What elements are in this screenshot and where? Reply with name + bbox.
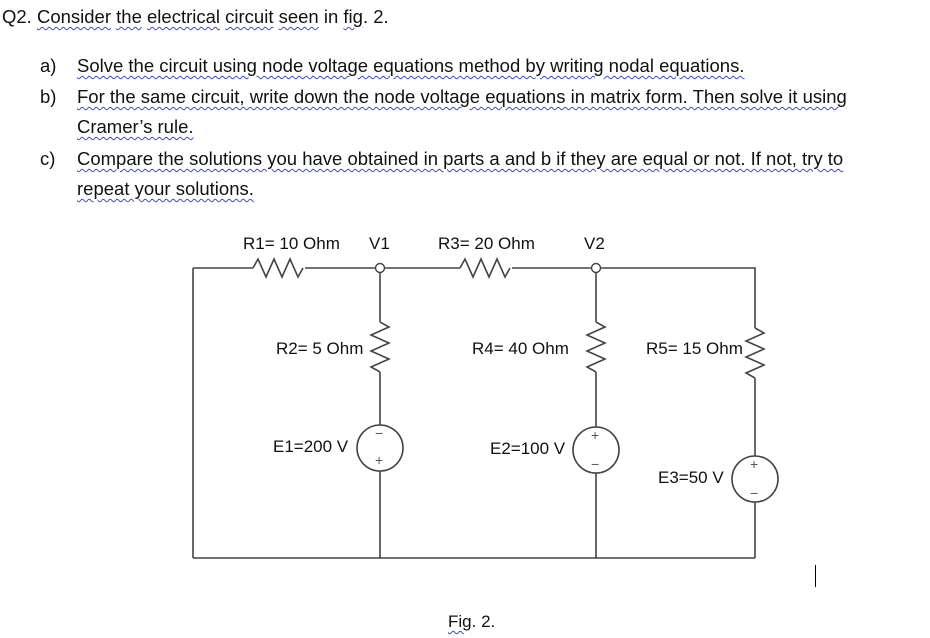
label-r2: R2= 5 Ohm (276, 339, 364, 358)
label-r1: R1= 10 Ohm (243, 234, 340, 253)
label-e3: E3=50 V (658, 468, 724, 487)
text-cursor (815, 565, 816, 587)
part-c-marker: c) (40, 148, 56, 169)
node-v2-dot (590, 262, 602, 274)
word: seen (278, 6, 319, 27)
e1-minus-sign: − (375, 425, 384, 441)
word: circuit (225, 6, 274, 27)
part-a-marker: a) (40, 55, 57, 76)
label-v2: V2 (584, 234, 605, 253)
word: the (116, 6, 142, 27)
figure-caption: Fig. 2. (448, 612, 495, 632)
text: . 2. (362, 6, 389, 27)
label-r3: R3= 20 Ohm (438, 234, 535, 253)
label-r5: R5= 15 Ohm (646, 339, 743, 358)
word: Consider (36, 6, 112, 27)
part-c-text-line2: repeat your solutions. (77, 178, 254, 199)
e3-minus-sign: − (750, 485, 759, 501)
resistor-r2-symbol (369, 321, 391, 373)
node-v1-dot (374, 262, 386, 274)
label-v1: V1 (369, 234, 390, 253)
part-a-text: Solve the circuit using node voltage equ… (77, 55, 745, 76)
word: electrical (147, 6, 221, 27)
label-e2: E2=100 V (490, 439, 566, 458)
e2-plus-sign: + (591, 427, 600, 443)
caption-tail: . 2. (471, 612, 496, 631)
part-b-text-line1: For the same circuit, write down the nod… (77, 86, 847, 107)
caption-word: Fig (448, 612, 472, 631)
e3-plus-sign: + (750, 456, 759, 472)
resistor-r4-symbol (585, 321, 607, 373)
wire-v2-right (600, 267, 756, 328)
resistor-r1-symbol (252, 257, 304, 279)
resistor-r3-symbol (459, 257, 511, 279)
label-e1: E1=200 V (273, 437, 349, 456)
part-b-marker: b) (40, 86, 57, 107)
word: fig (343, 6, 363, 27)
resistor-r5-symbol (744, 327, 766, 379)
text: in (318, 6, 344, 27)
part-b-text-line2: Cramer’s rule. (77, 116, 194, 137)
part-c-text-line1: Compare the solutions you have obtained … (77, 148, 844, 169)
e1-plus-sign: + (375, 452, 384, 468)
e2-minus-sign: − (591, 456, 600, 472)
question-number: Q2. (2, 6, 32, 27)
question-heading: Q2. Consider the electrical circuit seen… (2, 6, 389, 28)
label-r4: R4= 40 Ohm (472, 339, 569, 358)
